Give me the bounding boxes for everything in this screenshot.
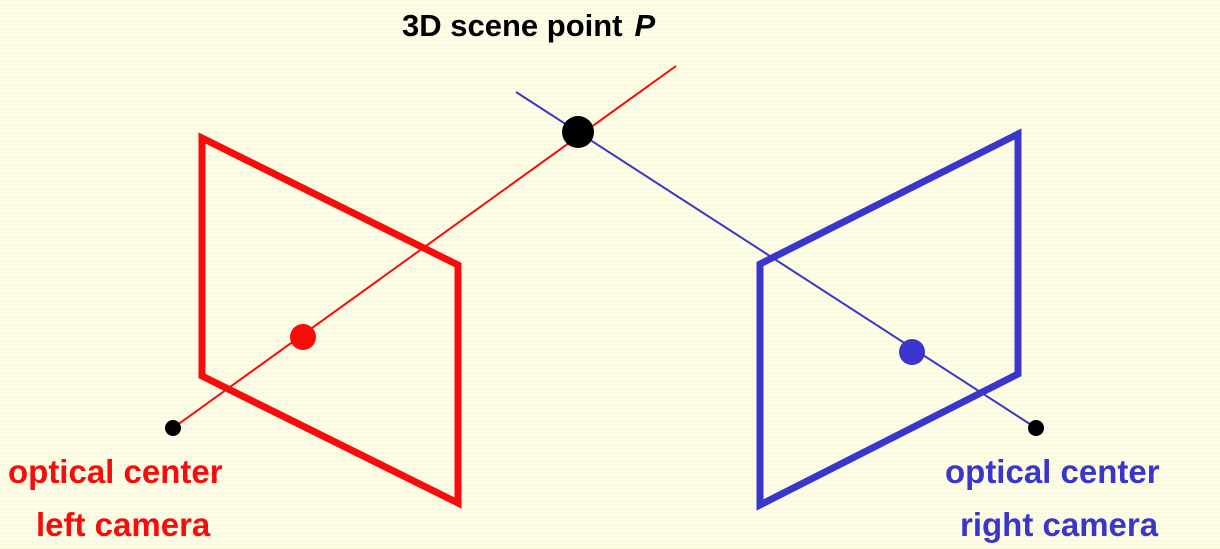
right-image-plane — [756, 128, 1022, 511]
left-image-point — [290, 324, 316, 350]
left-image-plane — [198, 132, 462, 509]
left-projection-ray — [172, 65, 677, 429]
left-optical-center-label: optical center — [8, 453, 223, 490]
left-camera-label: left camera — [36, 506, 211, 543]
left-optical-center — [165, 420, 181, 436]
scene-point-label: 3D scene point P — [402, 10, 655, 41]
scene-point-label-text: 3D scene point — [402, 8, 623, 43]
right-camera-label: right camera — [960, 506, 1159, 543]
scene-point-symbol: P — [634, 8, 656, 43]
right-image-point — [899, 339, 925, 365]
scene-point-p — [562, 116, 594, 148]
right-projection-ray — [515, 91, 1037, 429]
right-optical-center-label: optical center — [945, 453, 1160, 490]
right-optical-center — [1028, 420, 1044, 436]
